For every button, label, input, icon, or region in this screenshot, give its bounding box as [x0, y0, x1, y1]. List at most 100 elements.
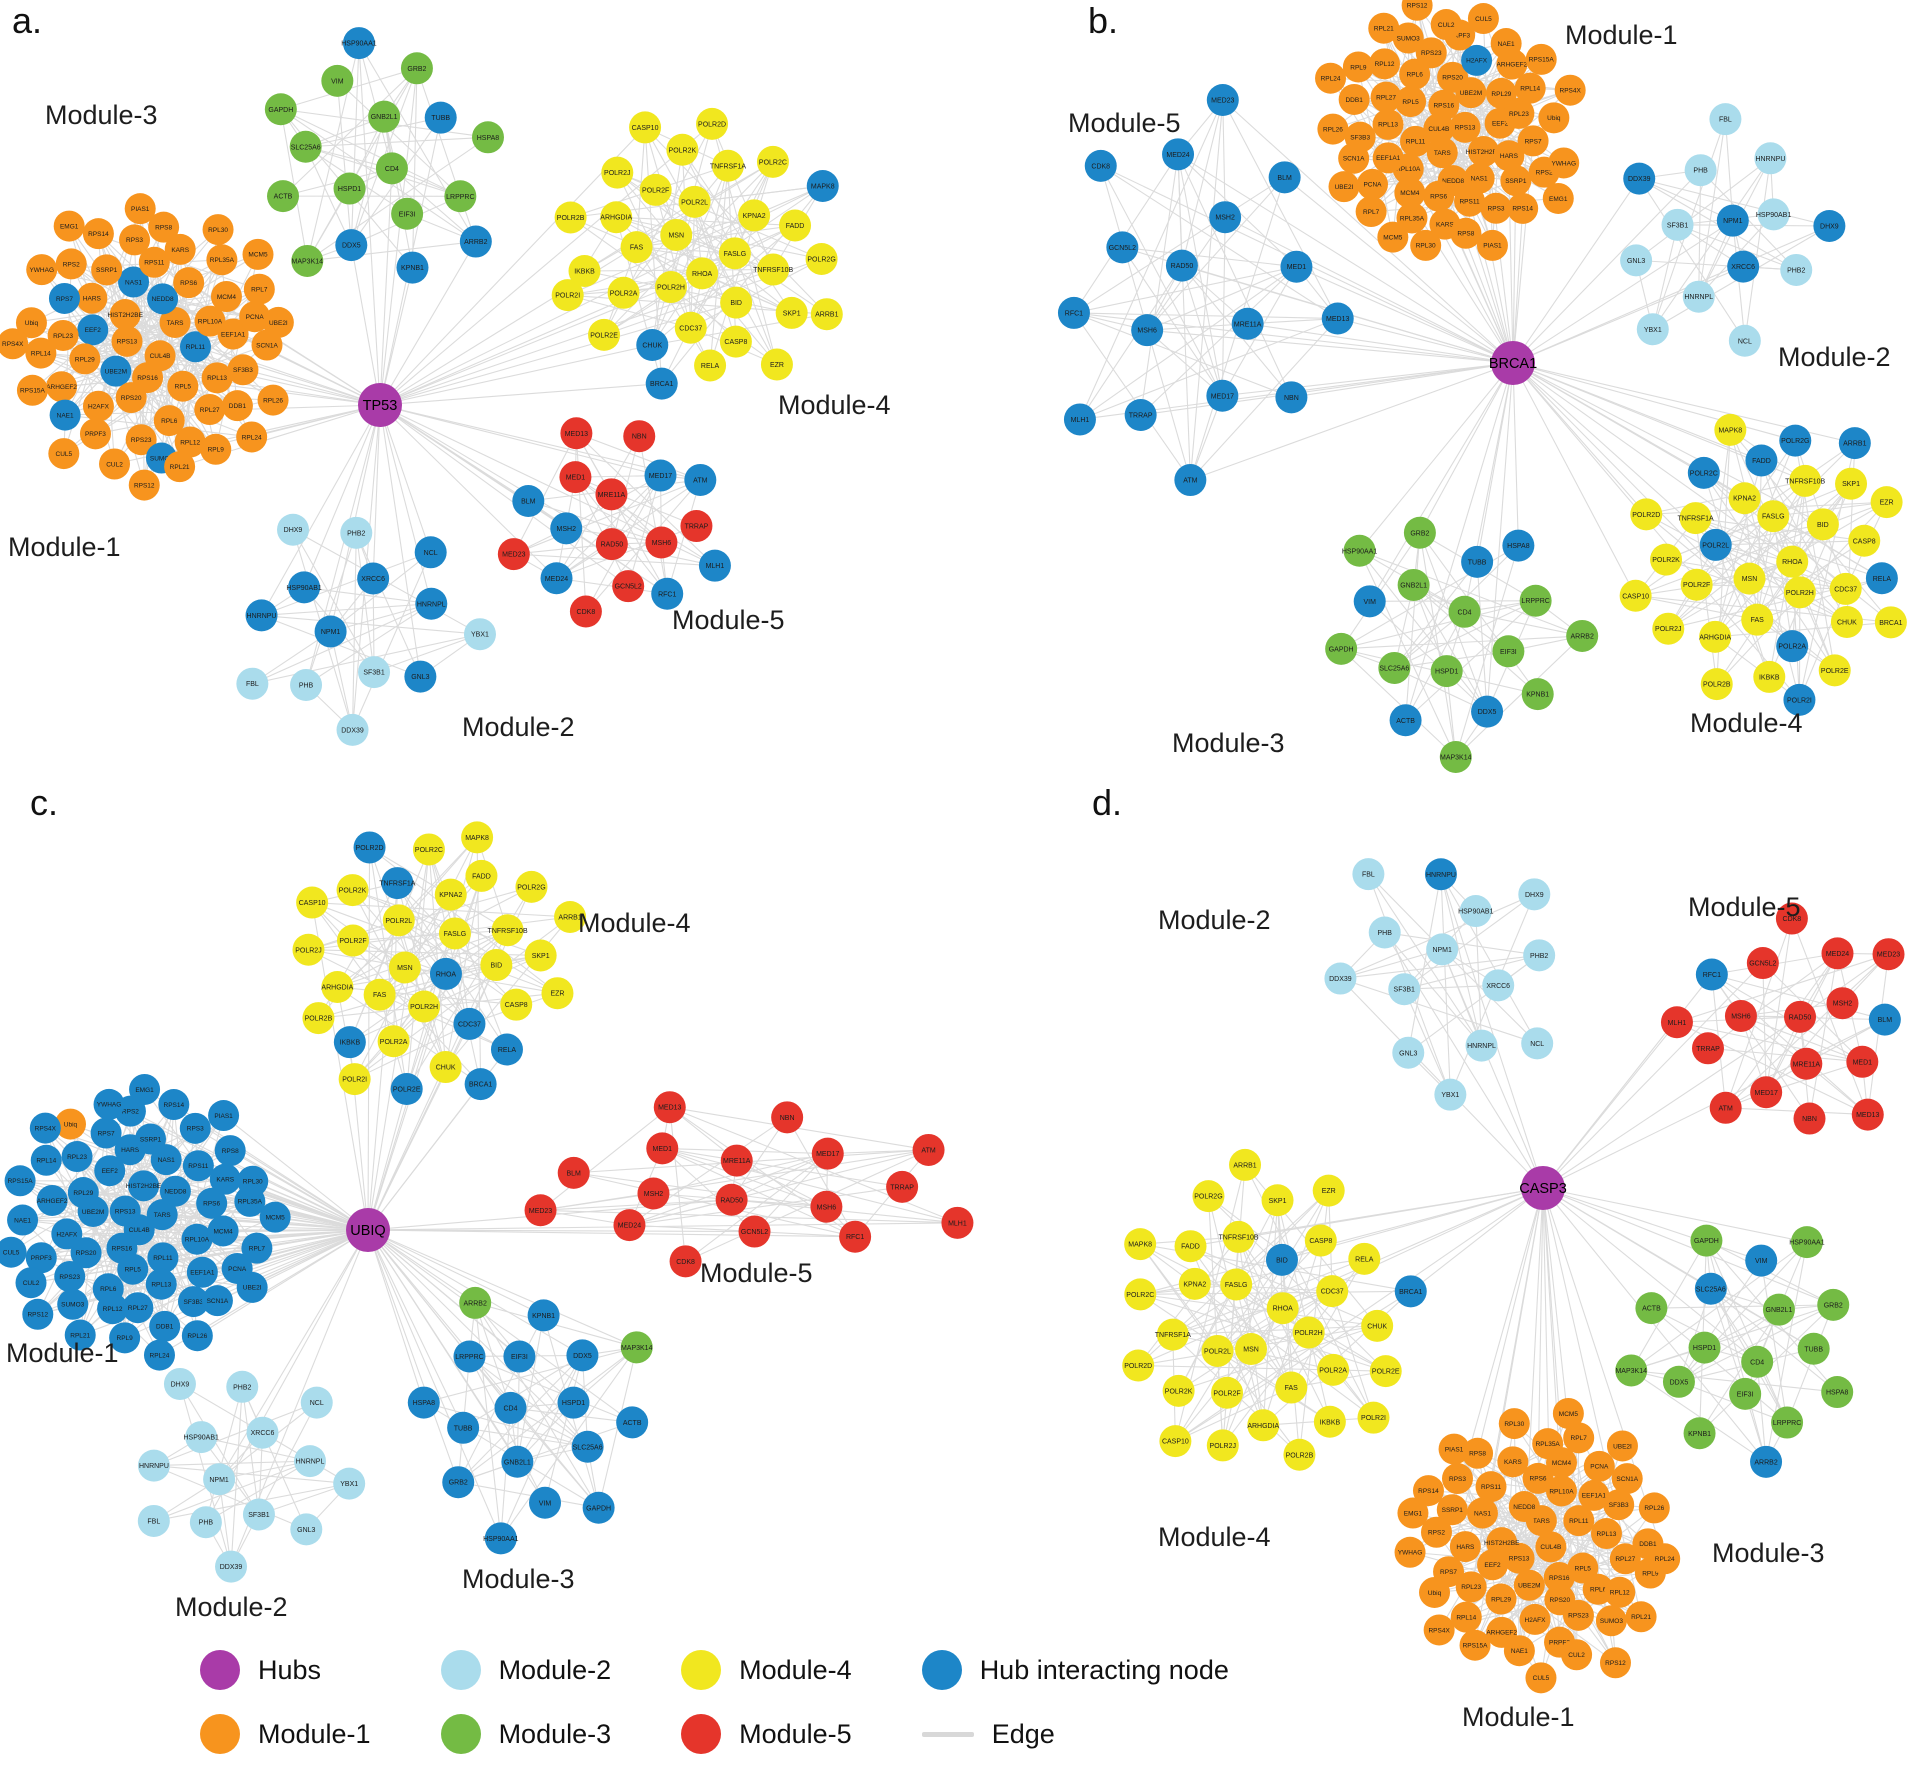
node-POLR2K: POLR2K [1650, 543, 1683, 576]
node-POLR2E: POLR2E [1818, 654, 1851, 687]
node-DDX5: DDX5 [1471, 695, 1504, 728]
node-NBN: NBN [771, 1101, 804, 1134]
node-DDX39: DDX39 [1324, 962, 1357, 995]
node-POLR2L: POLR2L [382, 904, 415, 937]
node-EMG1: EMG1 [129, 1073, 161, 1105]
node-ATM: ATM [1174, 464, 1207, 497]
node-RFC1: RFC1 [839, 1220, 872, 1253]
node-RPL29: RPL29 [67, 1177, 99, 1209]
node-NAE1: NAE1 [1503, 1635, 1535, 1667]
node-POLR2B: POLR2B [1283, 1438, 1316, 1471]
node-ARHGEF2: ARHGEF2 [36, 1184, 68, 1216]
node-GCN5L2: GCN5L2 [1746, 947, 1779, 980]
node-FAS: FAS [620, 231, 653, 264]
node-ARRB1: ARRB1 [1838, 427, 1871, 460]
node-CASP10: CASP10 [1159, 1425, 1192, 1458]
node-NEDD8: NEDD8 [159, 1175, 191, 1207]
legend-label: Module-1 [258, 1718, 371, 1749]
node-VIM: VIM [1353, 585, 1386, 618]
node-FADD: FADD [1745, 444, 1778, 477]
node-TNFRSF1A: TNFRSF1A [710, 149, 746, 182]
node-POLR2A: POLR2A [1317, 1353, 1350, 1386]
node-ATM: ATM [684, 463, 717, 496]
node-SSRP1: SSRP1 [91, 254, 123, 286]
hub-node-CASP3: CASP3 [1519, 1166, 1567, 1210]
node-MED23: MED23 [497, 538, 530, 571]
node-MSH6: MSH6 [1724, 1000, 1757, 1032]
node-PCNA: PCNA [1583, 1450, 1615, 1482]
node-GNB2L1: GNB2L1 [368, 100, 401, 133]
node-ARHGDIA: ARHGDIA [1699, 620, 1731, 653]
node-GAPDH: GAPDH [264, 93, 297, 126]
node-BLM: BLM [557, 1156, 590, 1189]
node-MED1: MED1 [646, 1132, 679, 1165]
node-POLR2E: POLR2E [588, 318, 621, 351]
node-DDX5: DDX5 [566, 1339, 599, 1372]
legend-circle-icon [681, 1650, 722, 1690]
node-POLR2E: POLR2E [1369, 1355, 1402, 1388]
node-FBL: FBL [1709, 103, 1742, 136]
node-RHOA: RHOA [429, 957, 462, 990]
node-EMG1: EMG1 [1542, 182, 1574, 214]
node-MAP3K14: MAP3K14 [1439, 740, 1472, 773]
node-NBN: NBN [1793, 1102, 1826, 1135]
node-BLM: BLM [1268, 161, 1301, 194]
legend-label: Hub interacting node [979, 1654, 1229, 1685]
node-MSH6: MSH6 [645, 526, 678, 559]
node-RPS23: RPS23 [1562, 1599, 1594, 1631]
node-RAD50: RAD50 [595, 528, 628, 561]
node-MAPK8: MAPK8 [1124, 1228, 1157, 1261]
node-RPL30: RPL30 [1498, 1408, 1530, 1440]
node-POLR2D: POLR2D [696, 107, 729, 140]
node-TUBB: TUBB [1797, 1332, 1830, 1365]
node-BRCA1: BRCA1 [645, 367, 678, 400]
node-NBN: NBN [623, 420, 656, 453]
node-MED13: MED13 [653, 1091, 686, 1124]
node-PIAS1: PIAS1 [208, 1100, 240, 1132]
node-FASLG: FASLG [718, 237, 751, 270]
node-RPL30: RPL30 [237, 1165, 269, 1197]
node-TRRAP: TRRAP [886, 1170, 919, 1203]
node-BRCA1: BRCA1 [1394, 1275, 1427, 1308]
node-MSN: MSN [1235, 1333, 1268, 1366]
node-SSRP1: SSRP1 [135, 1123, 167, 1155]
node-CUL2: CUL2 [1430, 9, 1462, 41]
node-BRCA1: BRCA1 [464, 1068, 497, 1101]
node-TNFRSF10B: TNFRSF10B [488, 914, 528, 947]
node-MLH1: MLH1 [698, 549, 731, 582]
node-HNRNPU: HNRNPU [1424, 858, 1457, 891]
nodes: CD4HSPD1GNB2L1EIF3ISLC25A6TUBBDDX5VIMLRP… [0, 0, 1907, 1694]
node-RPL35A: RPL35A [206, 244, 238, 276]
node-RPS12: RPS12 [1599, 1647, 1631, 1679]
node-POLR2J: POLR2J [601, 156, 634, 189]
node-MED13: MED13 [560, 417, 593, 450]
node-MED13: MED13 [1321, 302, 1354, 335]
node-YBX1: YBX1 [463, 618, 496, 651]
node-XRCC6: XRCC6 [357, 562, 390, 595]
node-ARRB2: ARRB2 [1566, 619, 1599, 652]
node-HNRNPL: HNRNPL [1682, 280, 1715, 313]
node-MSH2: MSH2 [550, 512, 583, 545]
node-DHX9: DHX9 [163, 1367, 196, 1400]
node-POLR2C: POLR2C [1687, 456, 1720, 489]
node-GNB2L1: GNB2L1 [501, 1445, 534, 1478]
module-label-module-3: Module-3 [1712, 1538, 1825, 1568]
node-HNRNPL: HNRNPL [1465, 1029, 1498, 1062]
node-POLR2A: POLR2A [1776, 630, 1809, 663]
node-GAPDH: GAPDH [1690, 1224, 1723, 1257]
node-RPL26: RPL26 [1638, 1492, 1670, 1524]
node-UBE2M: UBE2M [100, 355, 132, 387]
node-RPS11: RPS11 [1454, 185, 1486, 217]
node-DHX9: DHX9 [1813, 209, 1846, 242]
module-label-module-4: Module-4 [578, 908, 691, 938]
legend-circle-icon [440, 1650, 481, 1690]
node-DDB1: DDB1 [1338, 83, 1370, 115]
node-PRPF3: PRPF3 [79, 418, 111, 450]
node-KPNB1: KPNB1 [1521, 678, 1554, 711]
legend-label: Edge [991, 1718, 1055, 1749]
node-FADD: FADD [779, 209, 812, 242]
node-RPS15A: RPS15A [1525, 43, 1557, 75]
node-TRRAP: TRRAP [680, 510, 713, 543]
node-IKBKB: IKBKB [1753, 660, 1786, 693]
legend-item-module-5: Module-5 [681, 1714, 852, 1754]
